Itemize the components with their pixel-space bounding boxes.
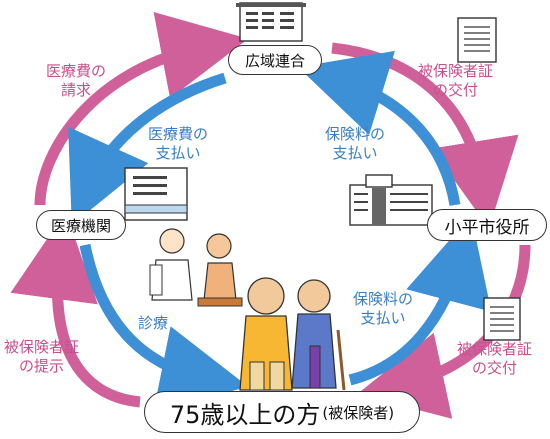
pay-medical-label-line-1: 医療費の (148, 125, 209, 143)
present-card-arrow (10, 211, 141, 408)
present-card-label-line-2: の提示 (19, 357, 65, 375)
insured-elderly-node: 75歳以上の方 (被保険者) (144, 391, 420, 433)
present-card-label: 被保険者証 の提示 (4, 338, 79, 376)
present-card-label-line-1: 被保険者証 (4, 338, 80, 356)
kouiki-building-icon (236, 2, 306, 42)
pay-medical-arrow (68, 72, 227, 226)
insured-elderly-sub-label: (被保険者) (322, 403, 395, 422)
issue-card-bottom-label-line-2: の交付 (472, 359, 518, 377)
pay-premium-top-label-line-2: 支払い (332, 144, 378, 162)
issue-card-top-label: 被保険者証 の交付 (418, 62, 493, 100)
treatment-label-text: 診療 (138, 314, 169, 332)
insurance-card-document-icon (457, 17, 497, 63)
city-hall-building-icon (349, 174, 433, 226)
medical-institution-node: 医療機関 (36, 210, 126, 240)
pay-premium-top-label: 保険料の 支払い (325, 125, 385, 163)
claim-label-line-2: 請求 (61, 81, 92, 99)
claim-arrow (34, 12, 249, 206)
pay-premium-bottom-arrow (348, 215, 492, 386)
pay-premium-bottom-label-line-2: 支払い (360, 309, 406, 327)
issue-card-bottom-label-line-1: 被保険者証 (457, 340, 533, 358)
pay-premium-top-label-line-1: 保険料の (325, 125, 386, 143)
treatment-arrow (79, 243, 249, 413)
claim-label: 医療費の 請求 (46, 62, 106, 100)
doctor-patient-illustration (149, 228, 243, 307)
city-hall-label: 小平市役所 (444, 217, 530, 238)
kouiki-rengo-node: 広域連合 (228, 45, 322, 75)
medical-institution-label: 医療機関 (50, 216, 111, 235)
elderly-couple-illustration (239, 277, 346, 391)
pay-premium-bottom-label: 保険料の 支払い (353, 290, 413, 328)
issue-card-top-label-line-1: 被保険者証 (418, 62, 494, 80)
insured-elderly-main-label: 75歳以上の方 (169, 400, 321, 429)
issue-card-top-label-line-2: の交付 (433, 81, 479, 99)
claim-label-line-1: 医療費の (46, 62, 107, 80)
city-hall-node: 小平市役所 (427, 209, 547, 241)
pay-premium-top-arrow (297, 50, 461, 206)
pay-medical-label-line-2: 支払い (155, 144, 201, 162)
issue-card-bottom-label: 被保険者証 の交付 (457, 340, 532, 378)
pay-premium-bottom-label-line-1: 保険料の (353, 290, 414, 308)
pay-medical-label: 医療費の 支払い (148, 125, 208, 163)
hospital-building-icon (124, 167, 188, 221)
kouiki-rengo-label: 広域連合 (244, 51, 305, 70)
insurance-card-document-icon-2 (483, 297, 521, 341)
treatment-label: 診療 (138, 314, 168, 333)
